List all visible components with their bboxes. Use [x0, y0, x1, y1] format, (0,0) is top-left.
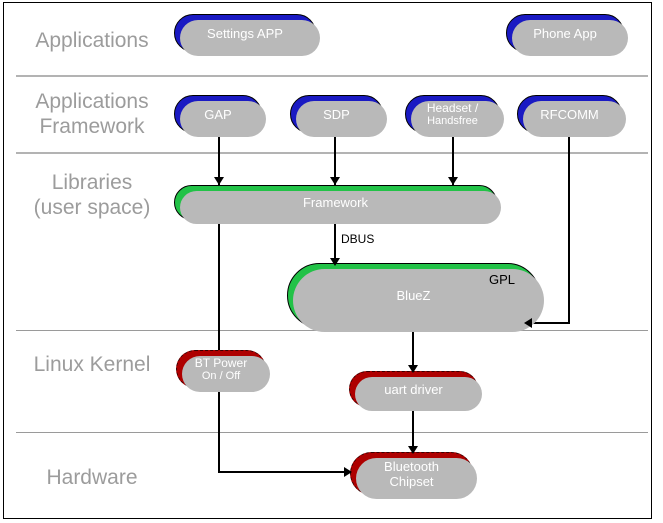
node-label: GAP — [204, 106, 232, 122]
node-label: Headset / — [426, 101, 479, 115]
layer-label-libraries: Libraries (user space) — [33, 171, 151, 219]
node-sublabel: Chipset — [389, 473, 434, 489]
node-headset-handsfree[interactable]: Headset / Handsfree — [405, 95, 504, 137]
node-gap[interactable]: GAP — [174, 95, 266, 137]
arrowhead-sdp-framework — [330, 177, 340, 185]
node-shadow — [355, 377, 482, 411]
connector-rfcomm-horizontal — [530, 322, 570, 324]
node-sublabel: Handsfree — [427, 115, 478, 127]
node-label: Settings APP — [207, 25, 283, 41]
layer-label-hardware: Hardware — [46, 466, 138, 489]
divider-framework-libraries — [16, 152, 648, 154]
arrowhead-gap-framework — [214, 177, 224, 185]
connector-gap-to-framework — [218, 132, 220, 185]
node-rfcomm[interactable]: RFCOMM — [517, 95, 626, 137]
node-label: Bluetooth — [384, 458, 439, 474]
node-label: Phone App — [533, 25, 597, 41]
node-bt-power[interactable]: BT Power On / Off — [176, 350, 270, 392]
node-uart-driver[interactable]: uart driver — [349, 371, 482, 411]
node-label: Framework — [302, 195, 368, 210]
node-badge-gpl: GPL — [488, 272, 515, 287]
node-bluez[interactable]: GPL BlueZ — [287, 263, 544, 332]
node-sublabel: On / Off — [201, 370, 241, 382]
node-label: SDP — [323, 106, 350, 122]
node-shadow — [182, 356, 270, 392]
connector-framework-to-chipset-horizontal — [218, 471, 352, 473]
arrowhead-uart-chipset — [408, 446, 418, 454]
arrowhead-chipset-left — [344, 467, 352, 477]
node-shadow — [296, 101, 387, 137]
divider-kernel-hardware — [16, 432, 648, 433]
arrowhead-bluez-uart — [408, 365, 418, 373]
node-shadow — [180, 101, 266, 137]
node-shadow — [523, 101, 626, 137]
node-label: BT Power — [194, 356, 248, 370]
connector-sdp-to-framework — [334, 132, 336, 185]
layer-label-linux-kernel: Linux Kernel — [33, 353, 151, 376]
node-shadow — [356, 458, 477, 499]
node-label: BlueZ — [396, 288, 431, 303]
connector-uart-to-chipset — [412, 406, 414, 454]
connector-bluez-to-uart — [412, 327, 414, 373]
arrowhead-framework-bluez — [330, 258, 340, 266]
node-shadow — [512, 20, 628, 56]
divider-applications-framework — [16, 75, 648, 77]
layer-label-applications-framework: Applications Framework — [35, 90, 149, 138]
arrowhead-bluez-right — [524, 318, 532, 328]
node-framework[interactable]: Framework — [174, 185, 501, 224]
node-phone-app[interactable]: Phone App — [506, 14, 628, 56]
node-settings-app[interactable]: Settings APP — [174, 14, 320, 56]
diagram-frame-border — [3, 2, 652, 519]
node-label: uart driver — [384, 381, 443, 397]
node-label: RFCOMM — [540, 106, 599, 122]
connector-rfcomm-vertical — [568, 132, 570, 324]
edge-label-dbus: DBUS — [341, 232, 375, 246]
connector-framework-to-chipset-vertical — [218, 212, 220, 473]
node-shadow — [293, 269, 544, 332]
node-shadow — [180, 191, 501, 224]
node-shadow — [411, 101, 504, 137]
arrowhead-headset-framework — [448, 177, 458, 185]
node-sdp[interactable]: SDP — [290, 95, 387, 137]
connector-framework-to-bluez — [334, 219, 336, 265]
node-bluetooth-chipset[interactable]: Bluetooth Chipset — [350, 452, 477, 499]
node-shadow — [180, 20, 320, 56]
layer-label-applications: Applications — [35, 29, 149, 52]
connector-headset-to-framework — [452, 132, 454, 185]
